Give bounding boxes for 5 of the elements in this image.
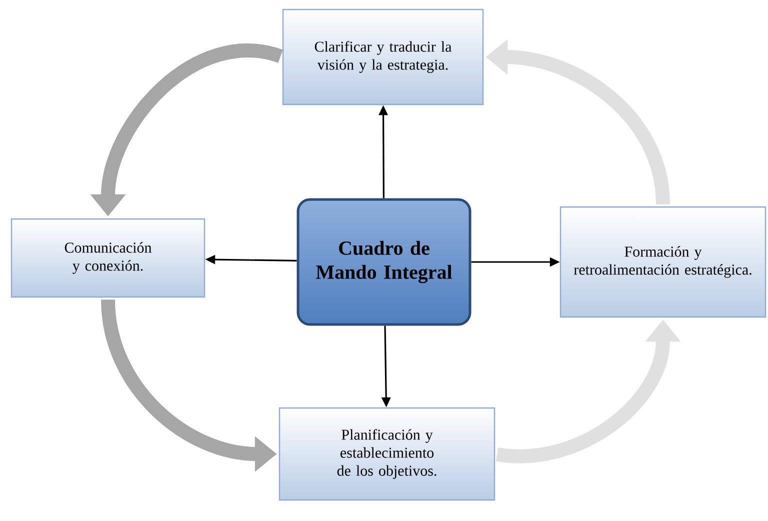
process-box: Planificación y establecimiento de los objetivos. xyxy=(278,407,496,501)
process-box: Clarificar y traducir la visión y la estrategia. xyxy=(282,8,484,106)
process-box: Comunicación y conexión. xyxy=(10,218,206,298)
process-box: Formación y retroalimentación estratégica. xyxy=(560,206,766,318)
center-box: Cuadro de Mando Integral xyxy=(296,198,472,326)
